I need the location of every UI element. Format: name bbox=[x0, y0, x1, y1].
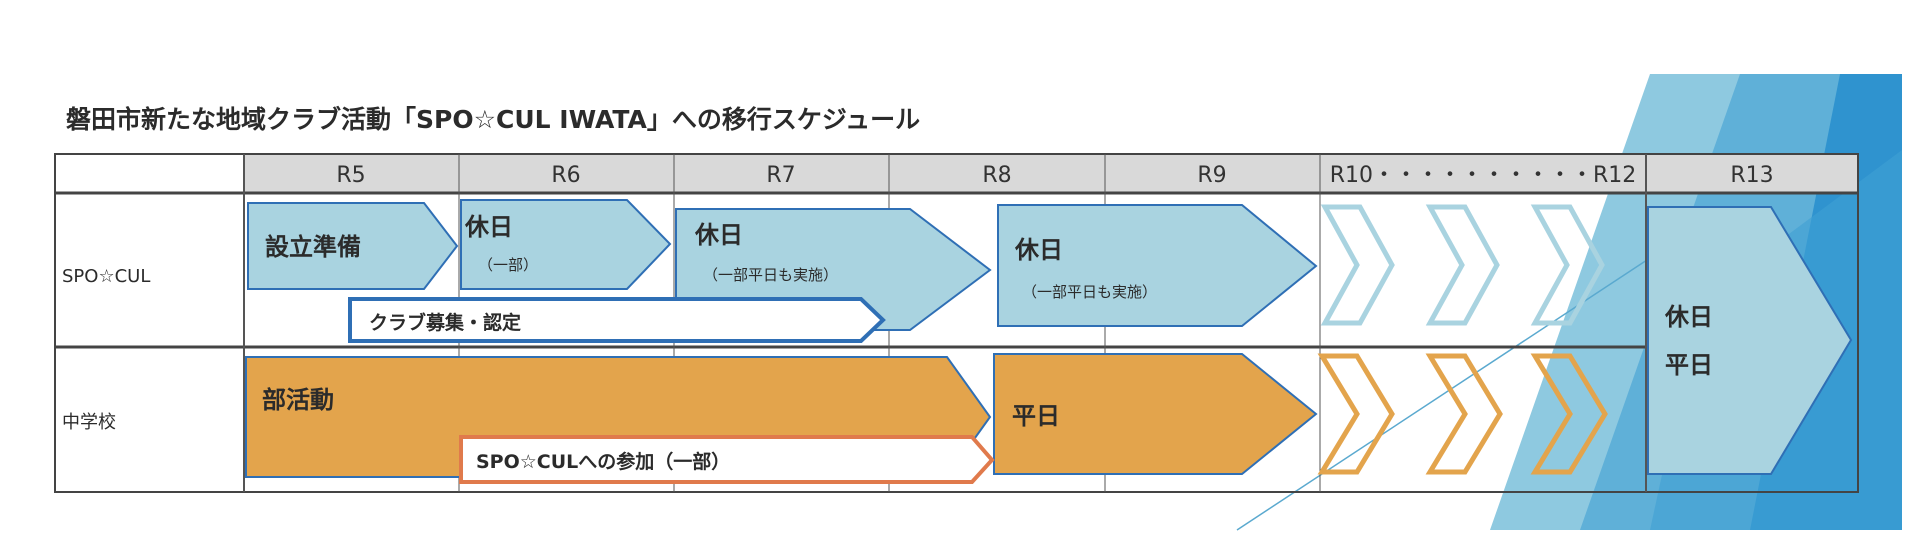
row-label-school: 中学校 bbox=[62, 412, 116, 433]
page-title: 磐田市新たな地域クラブ活動「SPO☆CUL IWATA」への移行スケジュール bbox=[66, 105, 920, 134]
phase-club-activity-label: 部活動 bbox=[262, 386, 334, 414]
school-row bbox=[245, 353, 1318, 484]
header-r13: R13 bbox=[1730, 163, 1773, 188]
row-label-spocul: SPO☆CUL bbox=[62, 266, 150, 287]
spocul-chevrons bbox=[1320, 204, 1605, 326]
phase-r6-label: 休日 bbox=[464, 213, 513, 241]
final-weekday-label: 平日 bbox=[1665, 351, 1713, 379]
school-chevrons bbox=[1317, 353, 1608, 475]
spocul-participation-arrow bbox=[459, 435, 995, 484]
header-r6: R6 bbox=[551, 163, 580, 188]
phase-weekday-label: 平日 bbox=[1012, 402, 1060, 430]
header-r10-r12: R10・・・・・・・・・・R12 bbox=[1330, 163, 1637, 188]
phase-arrow-weekday bbox=[993, 353, 1318, 475]
phase-r7-sub: （一部平日も実施） bbox=[703, 266, 838, 284]
final-arrow-r13 bbox=[1647, 206, 1853, 475]
phase-r8-sub: （一部平日も実施） bbox=[1022, 283, 1157, 301]
spocul-participation-label: SPO☆CULへの参加（一部） bbox=[476, 450, 730, 473]
phase-arrow-r8 bbox=[997, 204, 1318, 327]
header-r5: R5 bbox=[336, 163, 365, 188]
schedule-table: R5 R6 R7 R8 R9 R10・・・・・・・・・・R12 R13 SPO☆… bbox=[54, 153, 1859, 493]
club-recruit-arrow bbox=[348, 297, 886, 343]
phase-arrow-r6 bbox=[460, 199, 672, 290]
phase-r7-label: 休日 bbox=[694, 221, 743, 249]
phase-r8-label: 休日 bbox=[1014, 236, 1063, 264]
final-holiday-label: 休日 bbox=[1664, 303, 1713, 331]
phase-setup-label: 設立準備 bbox=[265, 233, 361, 261]
header-r7: R7 bbox=[766, 163, 795, 188]
club-recruit-label: クラブ募集・認定 bbox=[369, 311, 521, 334]
phase-arrow-setup bbox=[247, 202, 459, 290]
header-r9: R9 bbox=[1197, 163, 1226, 188]
header-r8: R8 bbox=[982, 163, 1011, 188]
phase-r6-sub: （一部） bbox=[478, 256, 538, 274]
spocul-row bbox=[247, 199, 1318, 343]
